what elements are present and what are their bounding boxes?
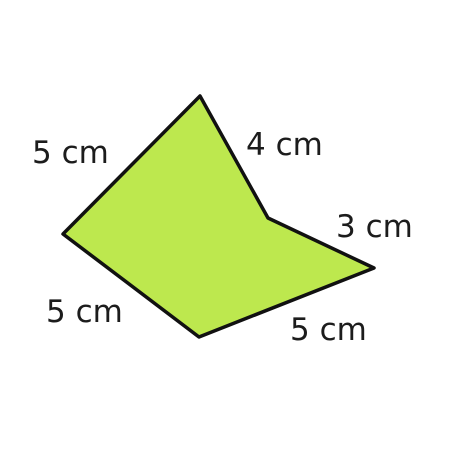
side-label-top-right: 4 cm bbox=[246, 127, 323, 163]
side-label-top-left: 5 cm bbox=[32, 135, 109, 171]
concave-pentagon-shape bbox=[61, 94, 376, 339]
side-label-right: 3 cm bbox=[336, 209, 413, 245]
side-label-bottom-left: 5 cm bbox=[46, 294, 123, 330]
side-label-bottom-right: 5 cm bbox=[290, 312, 367, 348]
